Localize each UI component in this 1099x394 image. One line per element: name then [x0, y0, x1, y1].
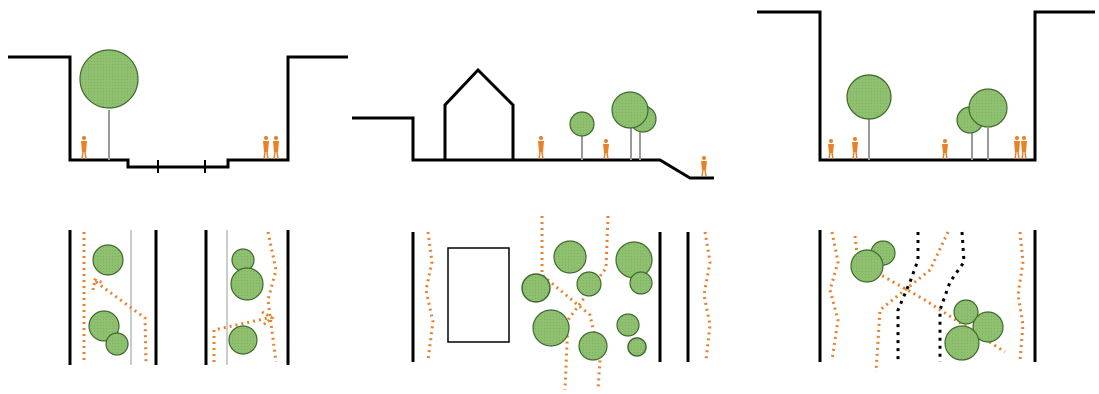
tree-icon: [553, 240, 587, 274]
person-icon: [1014, 136, 1020, 160]
section-right: [757, 10, 1095, 162]
tree-icon: [616, 313, 640, 337]
ground-line: [8, 55, 348, 169]
tree-icon: [92, 244, 124, 276]
arrow-head: [91, 278, 105, 291]
tree-icon: [953, 299, 979, 325]
person-icon: [1021, 136, 1027, 160]
tree-icon: [88, 310, 120, 342]
tree-icon: [230, 267, 264, 301]
tree-icon: [228, 325, 258, 355]
tree-icon: [972, 311, 1004, 343]
plan-right: [818, 230, 1037, 373]
person-icon: [81, 136, 87, 160]
walking-path: [95, 280, 148, 363]
tree-icon: [615, 241, 653, 279]
tree-icon: [846, 74, 892, 160]
walking-path: [266, 231, 278, 363]
person-icon: [852, 137, 858, 160]
ground-line: [352, 67, 714, 180]
person-icon: [273, 136, 279, 160]
tree-icon: [79, 49, 139, 160]
tree-icon: [627, 337, 647, 357]
walking-path: [212, 316, 269, 362]
tree-icon: [576, 271, 602, 297]
house-footprint: [447, 247, 510, 343]
tree-icon: [105, 332, 129, 356]
tree-icon: [532, 309, 570, 347]
ground-line: [757, 10, 1095, 162]
walking-path: [424, 231, 435, 361]
person-icon: [701, 156, 707, 177]
tree-icon: [956, 88, 1008, 160]
arrow-head: [261, 310, 275, 327]
tree-icon: [629, 271, 653, 295]
plan-middle: [411, 215, 712, 391]
person-icon: [828, 139, 834, 160]
grid-row: [896, 232, 920, 362]
tree-icon: [850, 249, 884, 283]
house-icon: [443, 105, 515, 162]
person-icon: [263, 136, 269, 160]
tree-icon: [578, 331, 608, 361]
walking-path: [702, 231, 712, 361]
walking-path: [540, 216, 602, 391]
person-icon: [603, 139, 609, 160]
walking-path: [828, 231, 840, 361]
plan-left: [68, 230, 290, 365]
tree-icon: [944, 325, 980, 361]
tree-icon: [521, 273, 551, 303]
tree-icon: [231, 248, 255, 272]
section-middle: [352, 67, 714, 180]
person-icon: [538, 136, 544, 160]
tree-icon: [611, 91, 657, 160]
tree-icon: [569, 111, 595, 160]
section-left: [8, 49, 348, 173]
walking-path: [1016, 231, 1025, 361]
person-icon: [942, 139, 948, 160]
